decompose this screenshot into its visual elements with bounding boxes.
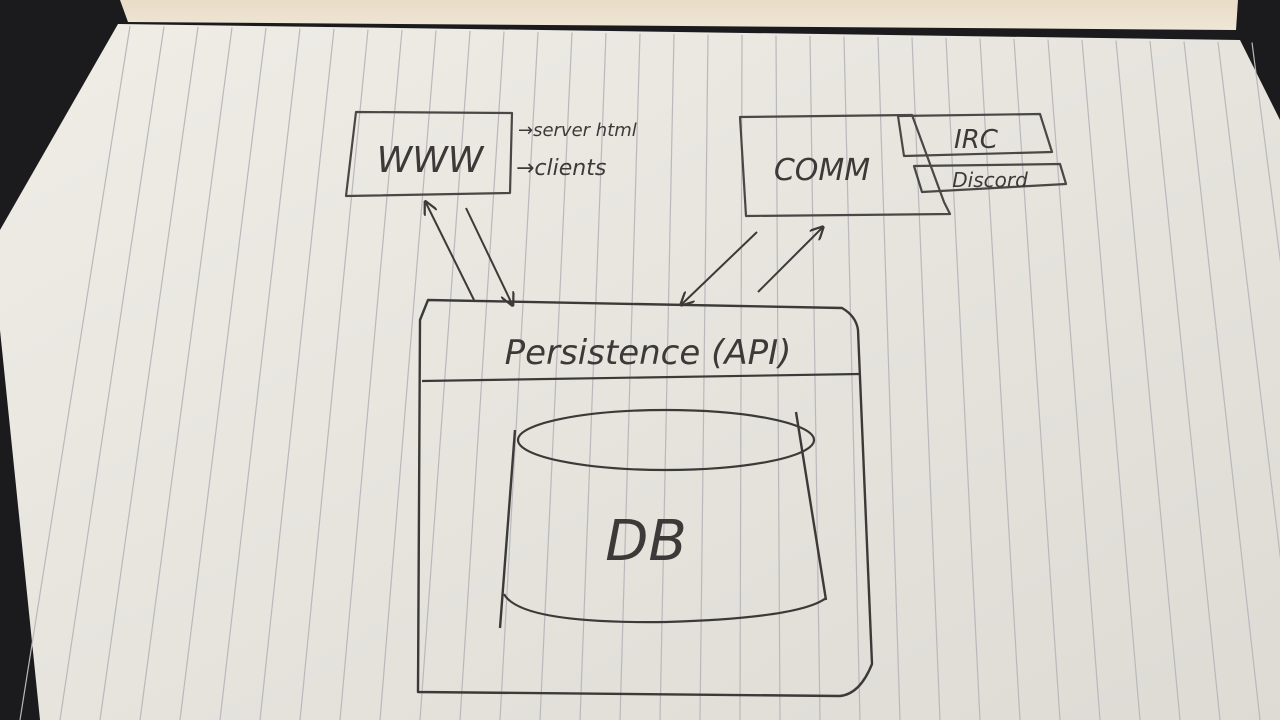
notebook-page (0, 24, 1280, 720)
db-node: DB (498, 408, 828, 629)
ruled-line (499, 31, 539, 720)
www-node: WWW (344, 110, 514, 198)
ruled-line (809, 35, 821, 720)
db-cylinder-right (794, 411, 828, 601)
ruled-line (979, 38, 1021, 720)
persistence-box (416, 298, 874, 698)
db-label: DB (605, 509, 687, 574)
ruled-line (259, 28, 335, 720)
ruled-line (1081, 39, 1141, 720)
discord-box (912, 162, 1068, 194)
arrow-persistence-to-comm (757, 228, 822, 293)
ruled-line (1047, 39, 1101, 720)
ruled-line (843, 36, 861, 720)
ruled-line (419, 30, 471, 720)
www-note-clients: →clients (516, 156, 606, 181)
db-cylinder-bottom (503, 593, 827, 624)
ruled-line (945, 37, 981, 720)
ruled-line (1149, 40, 1221, 720)
irc-label: IRC (954, 125, 999, 155)
www-label: WWW (377, 140, 485, 181)
ruled-line (911, 37, 941, 720)
ruled-line (179, 27, 267, 720)
persistence-label: Persistence (API) (505, 333, 792, 373)
db-cylinder-left (498, 429, 517, 629)
ruled-line (139, 27, 233, 720)
ruled-line (299, 29, 369, 720)
irc-node: IRC (896, 112, 1054, 158)
ruled-line (1115, 40, 1181, 720)
irc-box (896, 112, 1054, 158)
www-persistence-arrows (426, 203, 512, 304)
ruled-line (539, 32, 573, 720)
ruled-line (99, 26, 199, 720)
ruled-line (775, 35, 781, 720)
ruled-line (19, 25, 131, 720)
page-edge (120, 0, 1238, 30)
arrow-to-www (426, 203, 475, 301)
comm-persistence-arrows (682, 228, 822, 304)
arrow-comm-to-persistence (682, 231, 758, 304)
discord-node: Discord (912, 162, 1068, 194)
comm-box (738, 113, 952, 218)
discord-label: Discord (952, 168, 1028, 192)
ruled-line (379, 30, 437, 720)
ruled-line (219, 28, 301, 720)
ruled-line (877, 36, 901, 720)
persistence-header-divider (421, 372, 861, 383)
persistence-node: Persistence (API) (416, 298, 874, 698)
www-box (344, 110, 514, 198)
ruled-line (1251, 42, 1280, 263)
ruled-line (1183, 41, 1261, 720)
ruled-line (1217, 41, 1280, 560)
db-cylinder-top (516, 408, 816, 472)
ruled-line (339, 29, 403, 720)
ruled-line (579, 32, 607, 720)
arrow-to-persistence (465, 207, 512, 304)
ruled-line (59, 26, 165, 720)
www-note-server-html: →server html (518, 120, 637, 141)
ruled-line (459, 31, 505, 720)
comm-node: COMM (738, 113, 952, 218)
comm-label: COMM (774, 153, 870, 188)
